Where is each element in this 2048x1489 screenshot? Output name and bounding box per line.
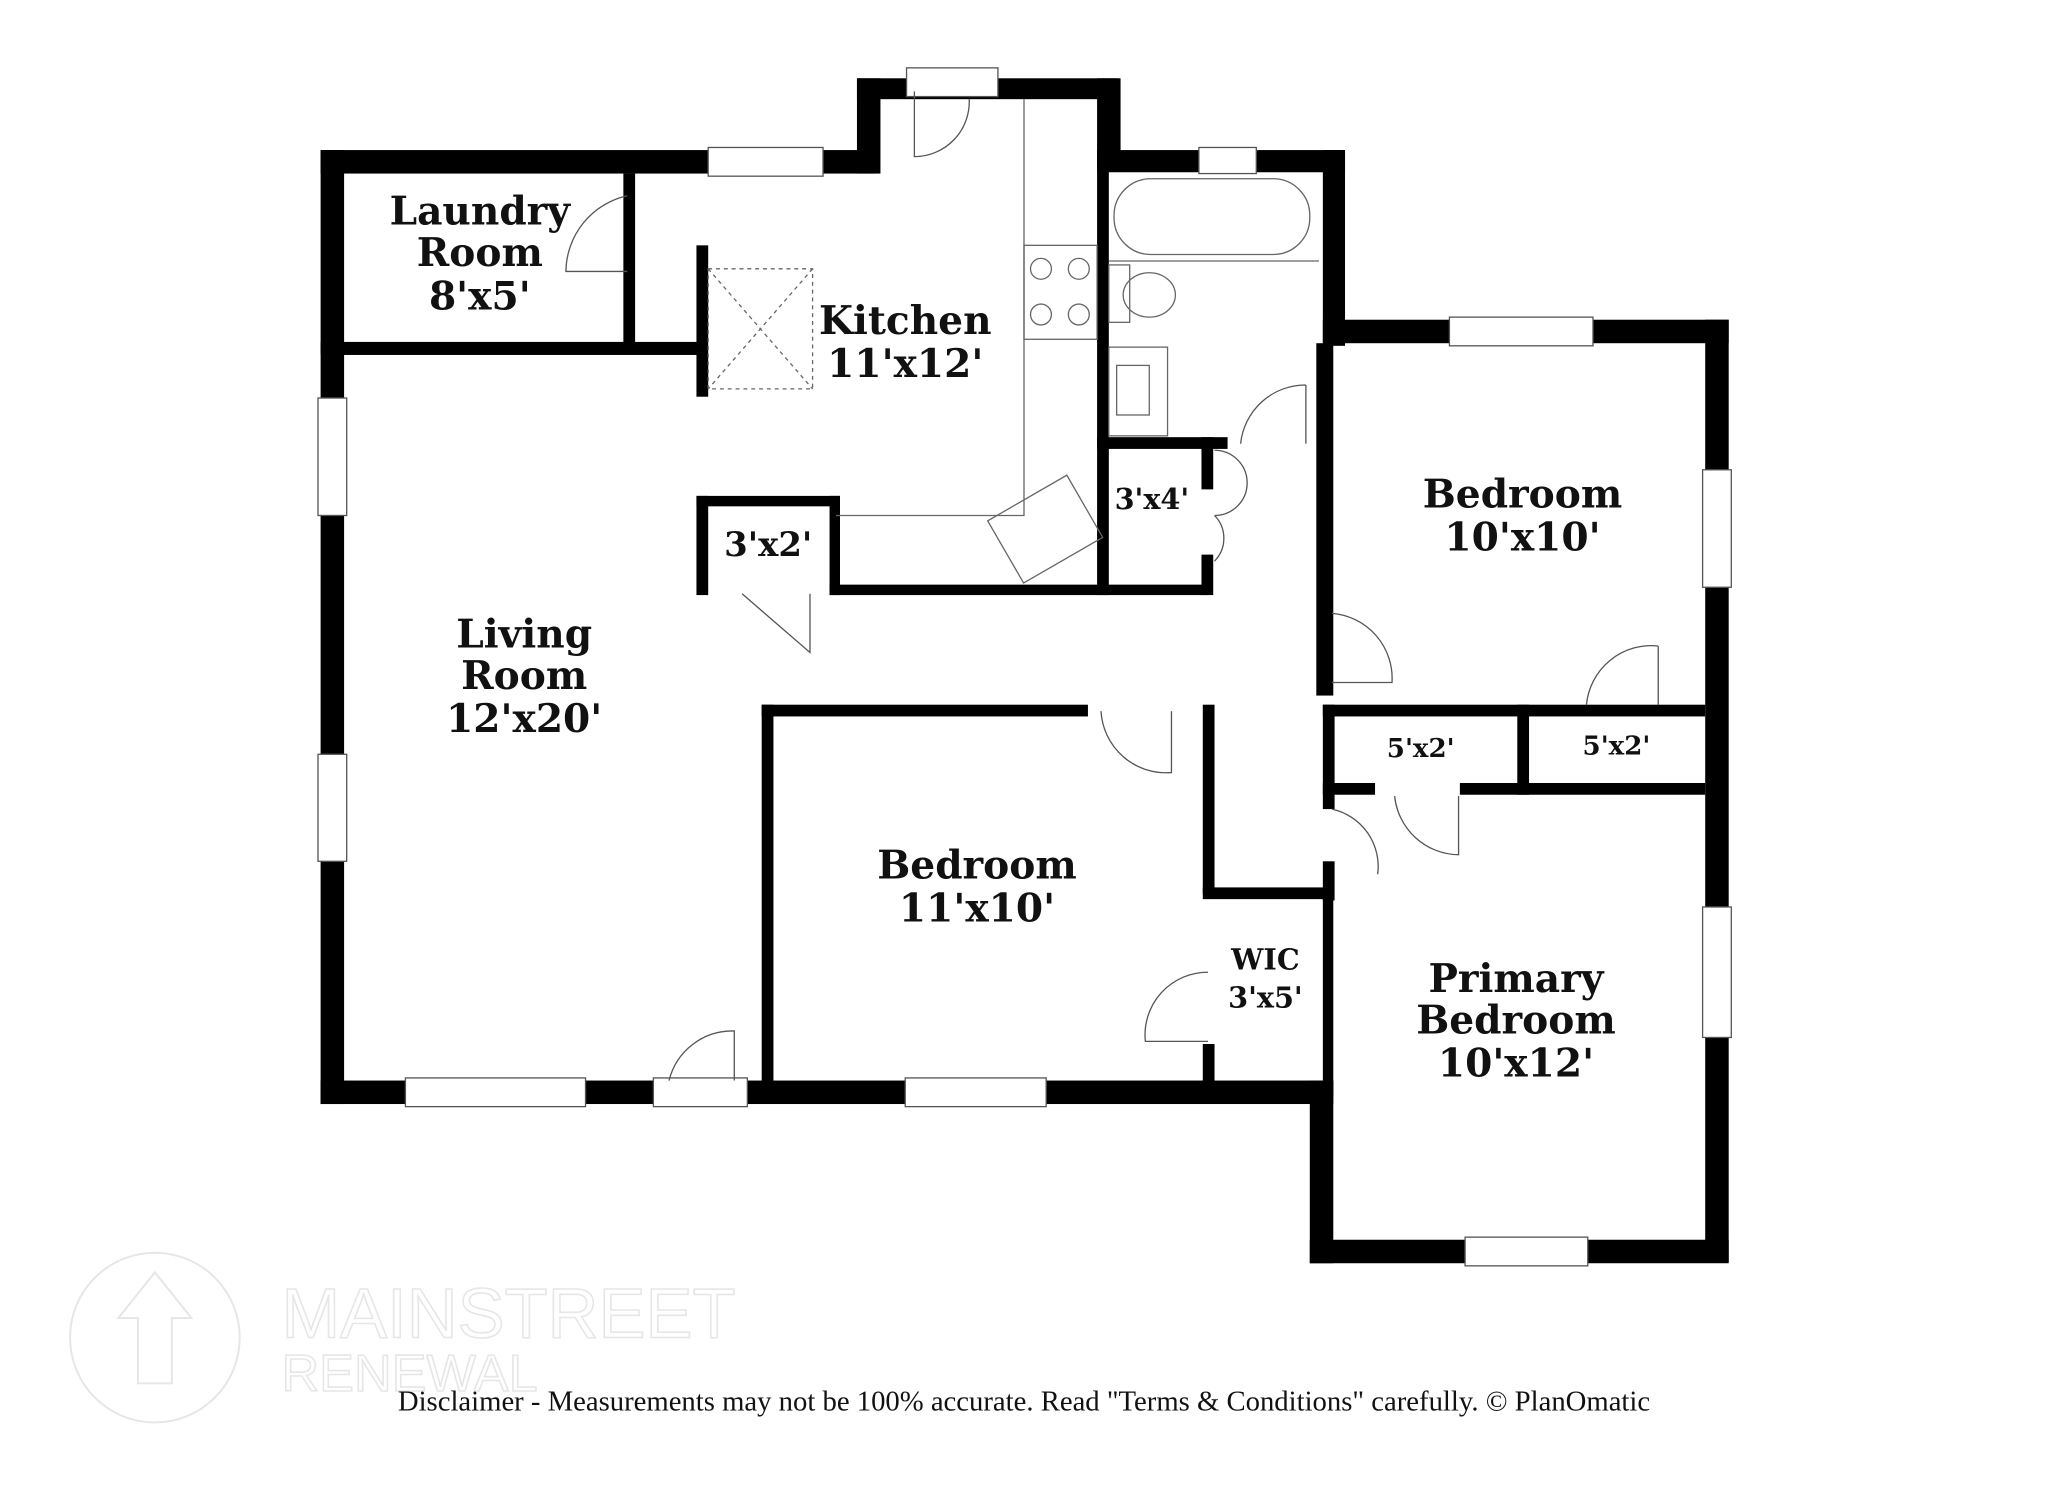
living-label-1: Living (456, 611, 592, 657)
room-labels: Laundry Room 8'x5' Kitchen 11'x12' 3'x2'… (390, 188, 1651, 1086)
bedroom-ne-label: Bedroom (1423, 472, 1623, 518)
living-size: 12'x20' (446, 696, 602, 742)
laundry-label-2: Room (417, 230, 543, 276)
kitchen-size: 11'x12' (827, 341, 983, 387)
kitchen-sink (986, 474, 1104, 584)
primary-size: 10'x12' (1438, 1041, 1594, 1087)
pantry-box (707, 268, 814, 390)
bathtub (1113, 178, 1311, 256)
primary-label-2: Bedroom (1416, 998, 1616, 1044)
bath-sink (1108, 346, 1169, 437)
bedroom-mid-label: Bedroom (877, 842, 1077, 888)
kitchen-label: Kitchen (819, 298, 992, 344)
bedroom-ne-size: 10'x10' (1444, 515, 1600, 561)
laundry-label-1: Laundry (390, 188, 572, 234)
wic-size: 3'x5' (1228, 980, 1303, 1014)
fixtures (707, 99, 1319, 584)
closet-3x2-size: 3'x2' (724, 524, 812, 564)
windows (317, 67, 1732, 1267)
toilet (1122, 272, 1177, 318)
wic-label: WIC (1230, 943, 1299, 977)
laundry-size: 8'x5' (429, 273, 531, 319)
doors (565, 91, 1659, 1081)
disclaimer-text: Disclaimer - Measurements may not be 100… (398, 1386, 1650, 1418)
bedroom-mid-size: 11'x10' (899, 885, 1055, 931)
watermark-line2: RENEWAL (281, 1345, 537, 1403)
closet-5x2-a-size: 5'x2' (1387, 734, 1455, 764)
watermark-line1: MAINSTREET (281, 1274, 735, 1353)
living-label-2: Room (461, 653, 587, 699)
watermark: MAINSTREET RENEWAL (69, 1251, 736, 1424)
primary-label-1: Primary (1428, 956, 1604, 1002)
stove (1023, 244, 1098, 340)
watermark-logo-icon (69, 1251, 241, 1424)
closet-5x2-b-size: 5'x2' (1583, 731, 1651, 761)
closet-3x4-size: 3'x4' (1115, 482, 1190, 516)
